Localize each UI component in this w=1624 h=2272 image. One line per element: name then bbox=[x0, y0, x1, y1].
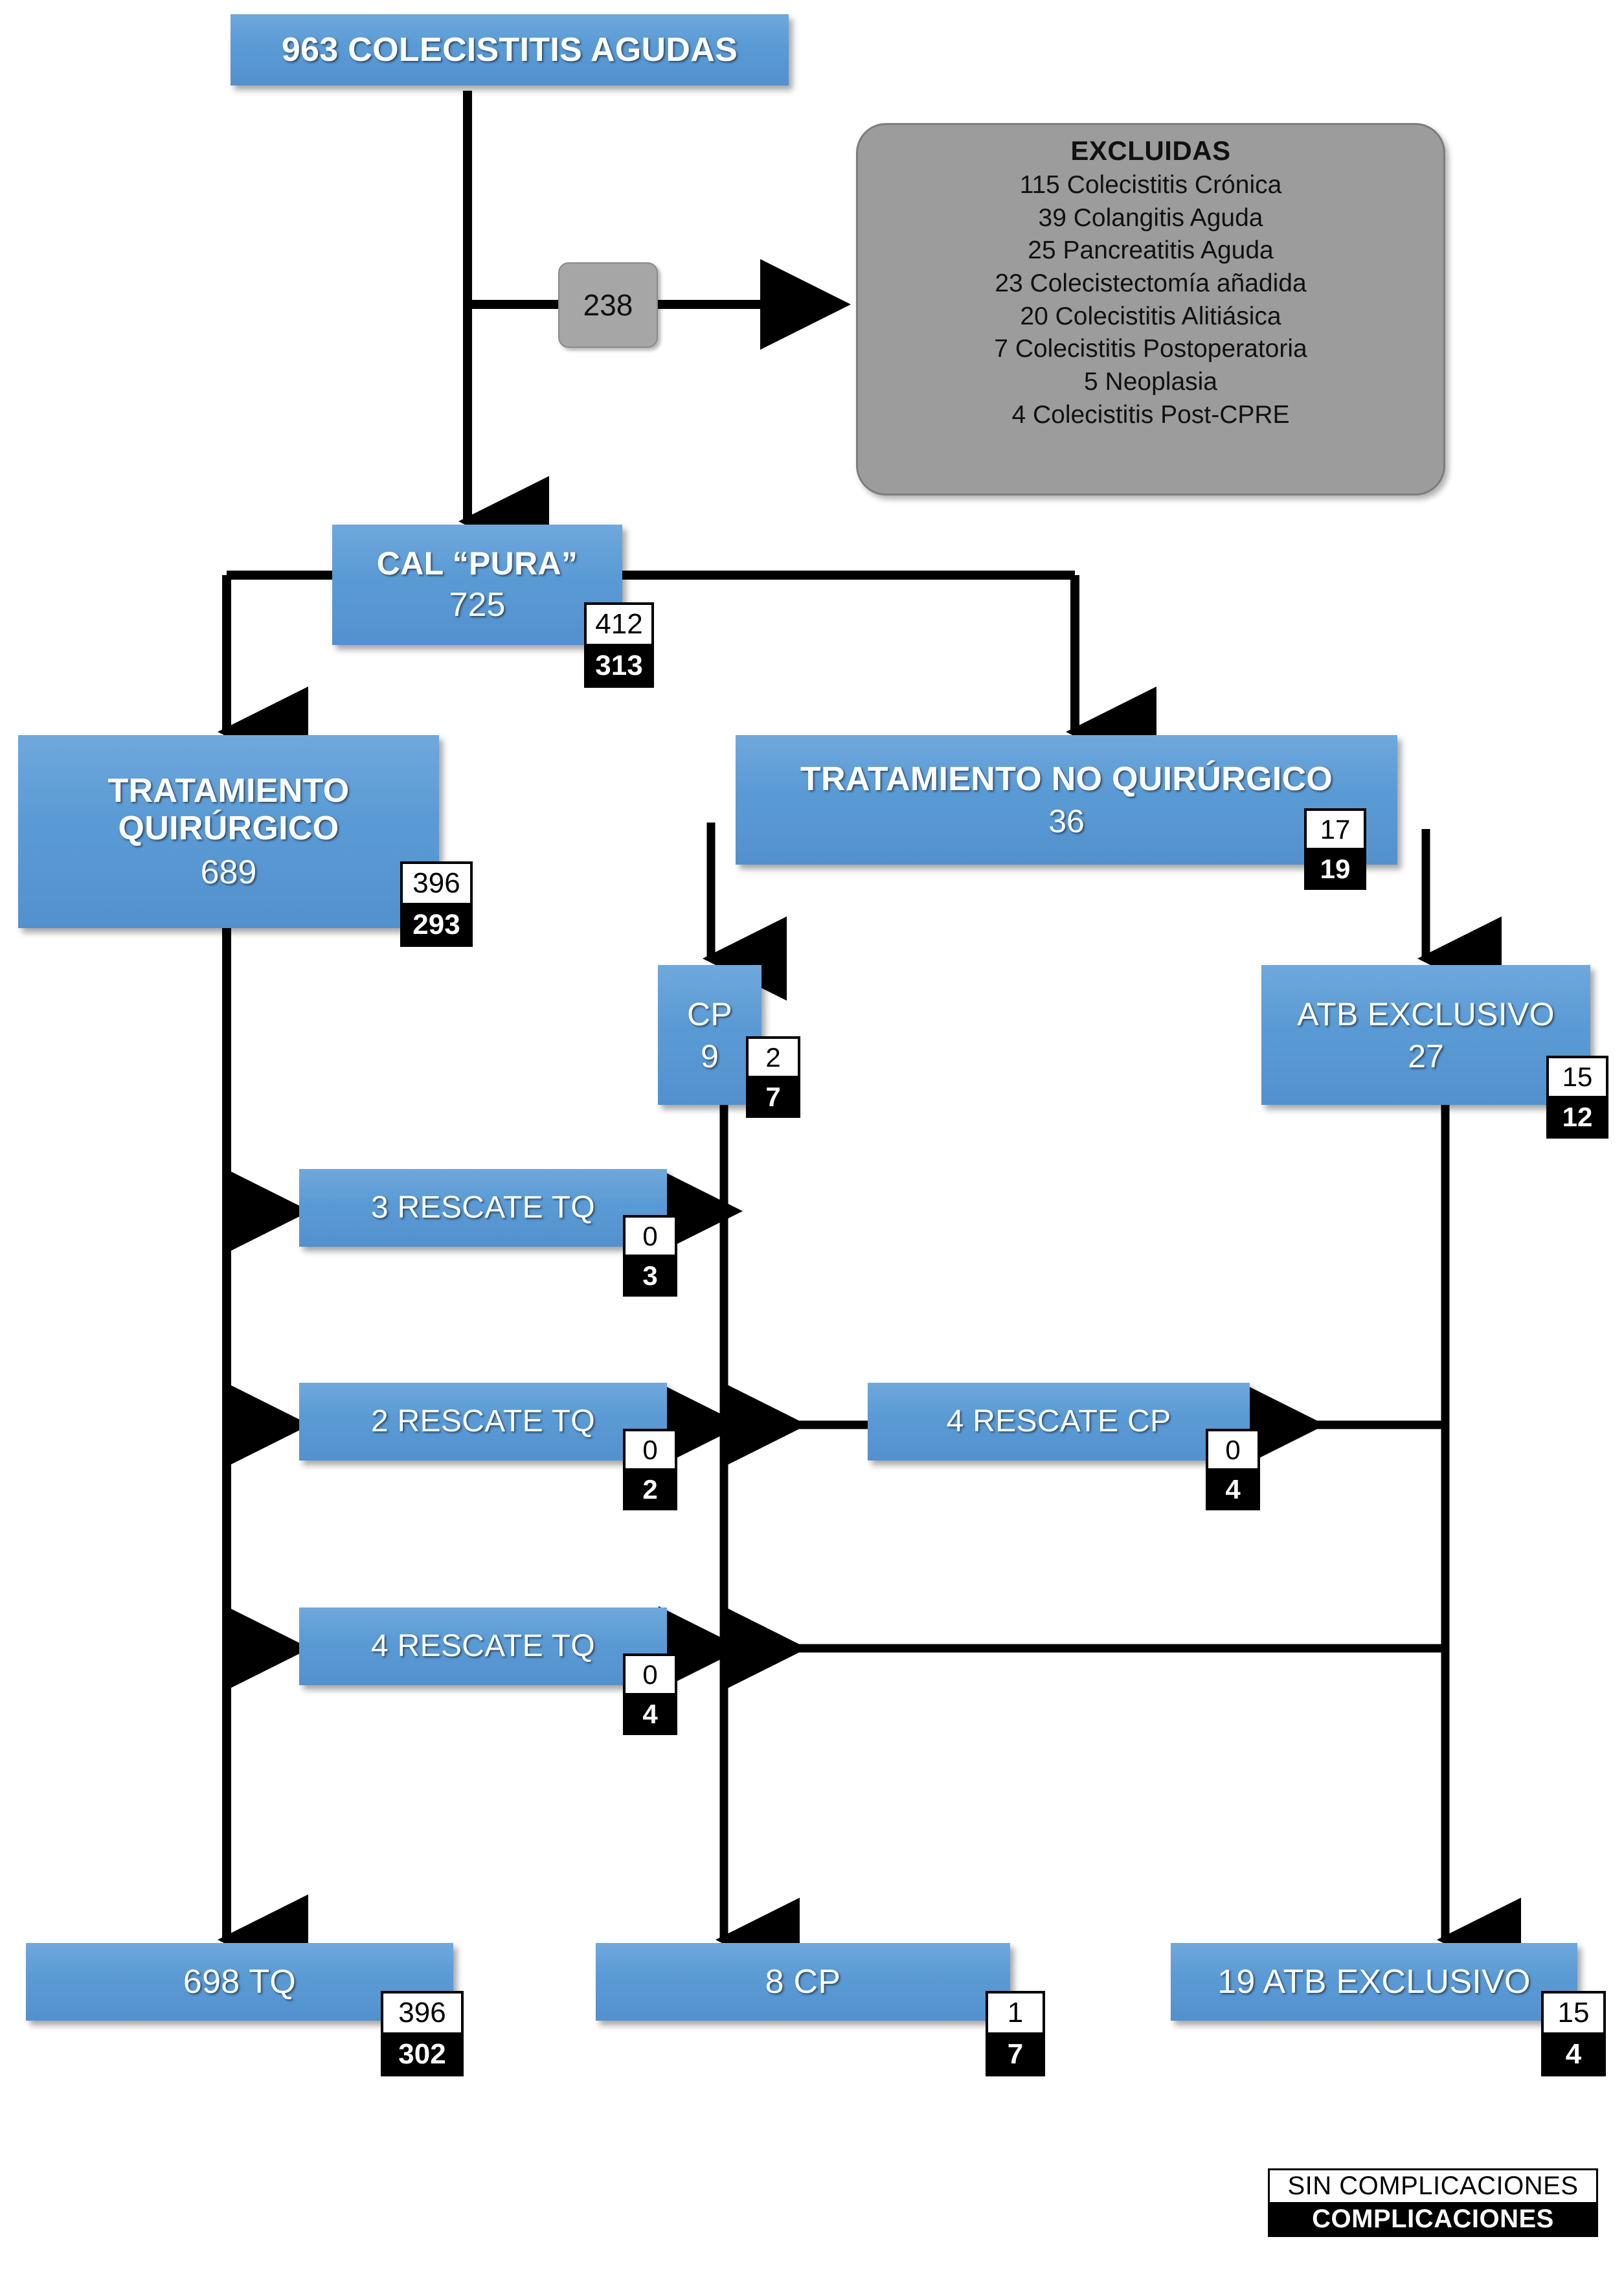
excluidas-item: 115 Colecistitis Crónica bbox=[1019, 171, 1282, 199]
node-cal-pura[interactable]: CAL “PURA” 725 bbox=[332, 525, 622, 645]
node-excluded-count[interactable]: 238 bbox=[558, 262, 658, 348]
badge-no-complications: 0 bbox=[1206, 1429, 1260, 1470]
node-rescate-tq-2[interactable]: 2 RESCATE TQ bbox=[299, 1383, 667, 1460]
badge-no-complications: 17 bbox=[1304, 808, 1366, 849]
badge-no-complications: 0 bbox=[623, 1429, 677, 1470]
node-title: 2 RESCATE TQ bbox=[371, 1404, 595, 1439]
badge-complications: 7 bbox=[986, 2034, 1045, 2076]
node-title: 19 ATB EXCLUSIVO bbox=[1217, 1962, 1531, 2001]
badge-complications: 313 bbox=[584, 645, 654, 688]
badge-no-complications: 15 bbox=[1546, 1056, 1608, 1097]
node-title: 4 RESCATE CP bbox=[946, 1404, 1171, 1439]
node-title: 698 TQ bbox=[183, 1962, 297, 2001]
badge-no-complications: 2 bbox=[746, 1036, 800, 1077]
excluidas-item: 39 Colangitis Aguda bbox=[1038, 203, 1263, 232]
excluidas-title: EXCLUIDAS bbox=[1070, 135, 1231, 166]
badge-complications: 2 bbox=[623, 1470, 677, 1510]
badge-complications: 293 bbox=[400, 904, 473, 947]
badge-complications: 12 bbox=[1546, 1097, 1608, 1139]
node-count: 27 bbox=[1408, 1038, 1444, 1074]
badge-rescate-cp-4: 0 4 bbox=[1206, 1429, 1260, 1510]
node-963-colecistitis-agudas[interactable]: 963 COLECISTITIS AGUDAS bbox=[231, 14, 789, 85]
badge-no-complications: 15 bbox=[1541, 1991, 1606, 2034]
badge-final-tq: 396 302 bbox=[381, 1991, 464, 2076]
excluidas-item: 20 Colecistitis Alitiásica bbox=[1020, 302, 1281, 330]
node-atb-exclusivo[interactable]: ATB EXCLUSIVO 27 bbox=[1261, 965, 1590, 1105]
node-title: CP bbox=[686, 995, 733, 1032]
badge-complications: 4 bbox=[1541, 2034, 1606, 2076]
node-final-cp[interactable]: 8 CP bbox=[596, 1943, 1010, 2021]
badge-cal-pura: 412 313 bbox=[584, 602, 654, 688]
node-count: 725 bbox=[449, 586, 506, 624]
badge-no-complications: 0 bbox=[623, 1215, 677, 1256]
excluidas-item: 7 Colecistitis Postoperatoria bbox=[994, 335, 1307, 363]
node-final-atb[interactable]: 19 ATB EXCLUSIVO bbox=[1171, 1943, 1577, 2021]
badge-no-complications: 1 bbox=[986, 1991, 1045, 2034]
badge-rescate-tq-2: 0 2 bbox=[623, 1429, 677, 1510]
node-title-line2: QUIRÚRGICO bbox=[118, 810, 339, 848]
badge-no-complications: 0 bbox=[623, 1653, 677, 1694]
badge-tratamiento-quirurgico: 396 293 bbox=[400, 861, 473, 947]
excluded-count-value: 238 bbox=[583, 288, 633, 322]
node-rescate-cp-4[interactable]: 4 RESCATE CP bbox=[868, 1383, 1250, 1460]
badge-complications: 302 bbox=[381, 2034, 464, 2076]
badge-atb-exclusivo: 15 12 bbox=[1546, 1056, 1608, 1139]
badge-complications: 4 bbox=[623, 1694, 677, 1735]
node-title: 4 RESCATE TQ bbox=[371, 1629, 595, 1664]
badge-complications: 19 bbox=[1304, 849, 1366, 890]
node-title: 8 CP bbox=[765, 1962, 841, 2001]
badge-complications: 3 bbox=[623, 1256, 677, 1297]
node-tratamiento-no-quirurgico[interactable]: TRATAMIENTO NO QUIRÚRGICO 36 bbox=[736, 735, 1397, 865]
node-rescate-tq-3[interactable]: 3 RESCATE TQ bbox=[299, 1169, 667, 1247]
excluidas-item: 23 Colecistectomía añadida bbox=[995, 269, 1307, 298]
node-title-line1: TRATAMIENTO bbox=[107, 772, 350, 810]
badge-cp: 2 7 bbox=[746, 1036, 800, 1118]
legend-no-complications: SIN COMPLICACIONES bbox=[1268, 2168, 1598, 2203]
legend: SIN COMPLICACIONES COMPLICACIONES bbox=[1268, 2168, 1598, 2237]
badge-no-complications: 412 bbox=[584, 602, 654, 645]
node-tratamiento-quirurgico[interactable]: TRATAMIENTO QUIRÚRGICO 689 bbox=[18, 735, 439, 928]
node-title: 963 COLECISTITIS AGUDAS bbox=[281, 30, 738, 69]
badge-final-atb: 15 4 bbox=[1541, 1991, 1606, 2076]
node-count: 689 bbox=[200, 853, 257, 891]
node-title: TRATAMIENTO NO QUIRÚRGICO bbox=[800, 760, 1333, 799]
legend-complications: COMPLICACIONES bbox=[1268, 2203, 1598, 2237]
badge-tratamiento-no-quirurgico: 17 19 bbox=[1304, 808, 1366, 890]
node-count: 9 bbox=[701, 1038, 719, 1074]
node-count: 36 bbox=[1048, 802, 1085, 839]
badge-no-complications: 396 bbox=[400, 861, 473, 904]
excluidas-item: 25 Pancreatitis Aguda bbox=[1028, 236, 1274, 265]
badge-rescate-tq-4: 0 4 bbox=[623, 1653, 677, 1735]
node-title: ATB EXCLUSIVO bbox=[1297, 995, 1555, 1032]
node-excluidas[interactable]: EXCLUIDAS 115 Colecistitis Crónica 39 Co… bbox=[856, 123, 1445, 495]
badge-complications: 4 bbox=[1206, 1470, 1260, 1510]
badge-no-complications: 396 bbox=[381, 1991, 464, 2034]
badge-final-cp: 1 7 bbox=[986, 1991, 1045, 2076]
excluidas-item: 4 Colecistitis Post-CPRE bbox=[1011, 400, 1290, 429]
node-title: 3 RESCATE TQ bbox=[371, 1190, 595, 1225]
badge-complications: 7 bbox=[746, 1077, 800, 1118]
badge-rescate-tq-3: 0 3 bbox=[623, 1215, 677, 1297]
node-title: CAL “PURA” bbox=[376, 545, 578, 582]
node-rescate-tq-4[interactable]: 4 RESCATE TQ bbox=[299, 1607, 667, 1685]
excluidas-item: 5 Neoplasia bbox=[1084, 368, 1217, 396]
